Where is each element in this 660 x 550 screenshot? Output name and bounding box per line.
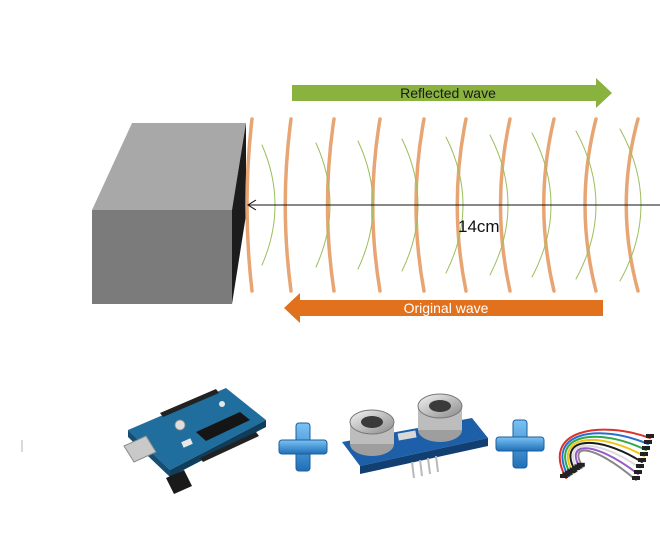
arduino-board-icon xyxy=(123,388,266,494)
reflected-wave-arrow: Reflected wave xyxy=(292,78,612,108)
wire-connector xyxy=(576,462,585,467)
wire-connector xyxy=(642,446,650,450)
wire-connector xyxy=(636,464,644,468)
distance-label: 14cm xyxy=(458,217,500,236)
jumper-wires-icon xyxy=(558,428,654,481)
wire-connector xyxy=(646,434,654,438)
plus-sign-1-icon xyxy=(278,422,328,472)
jumper-wire xyxy=(564,435,647,476)
reflected-wave-label: Reflected wave xyxy=(400,85,496,101)
wire-connector xyxy=(632,476,640,480)
jumper-wire xyxy=(558,428,651,479)
jumper-wire xyxy=(566,438,645,475)
distance-indicator: 14cm xyxy=(247,199,660,236)
original-wave-label: Original wave xyxy=(404,300,489,316)
wire-connector xyxy=(640,452,648,456)
obstacle-block xyxy=(92,123,246,304)
plus-sign-2-icon xyxy=(495,419,545,469)
wire-connector xyxy=(634,470,642,474)
jumper-wire xyxy=(577,449,637,481)
original-wave-arrow: Original wave xyxy=(284,293,603,323)
wire-connector xyxy=(638,458,646,462)
orange-wavefront xyxy=(245,117,254,293)
jumper-wire xyxy=(572,444,641,471)
ultrasonic-sensor-icon xyxy=(342,393,488,479)
jumper-wire xyxy=(569,441,643,473)
wire-connector xyxy=(644,440,652,444)
jumper-wire xyxy=(574,447,639,475)
jumper-wire xyxy=(561,432,649,478)
